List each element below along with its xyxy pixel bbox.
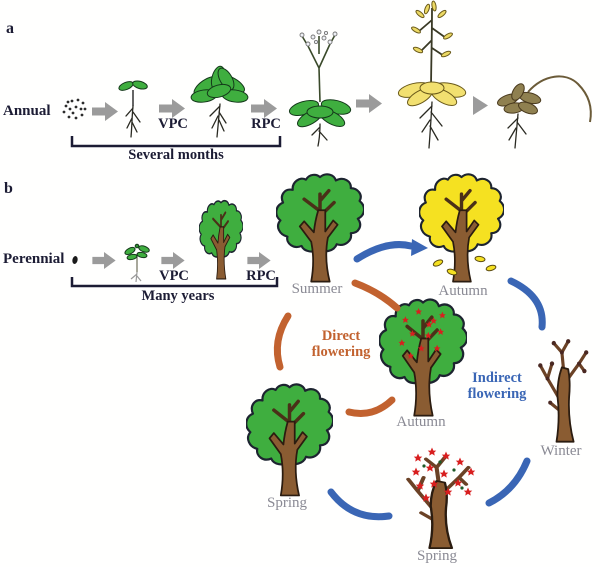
arrow-rpc-b xyxy=(247,252,271,269)
arrow-flowering-to-senescing xyxy=(356,94,382,113)
perennial-row-label: Perennial xyxy=(3,251,65,267)
annual-rosette xyxy=(190,65,249,138)
many-years-label: Many years xyxy=(141,288,215,304)
spring-inner-tree xyxy=(246,382,334,497)
arrow-seed-to-seedling-b xyxy=(92,252,116,269)
annual-dead-plant xyxy=(497,75,592,149)
winter-label: Winter xyxy=(540,443,582,459)
perennial-young-tree xyxy=(199,199,243,280)
rpc-label-a: RPC xyxy=(251,116,281,132)
direct-flowering-arcs xyxy=(273,279,401,417)
autumn-inner-label: Autumn xyxy=(396,414,446,430)
annual-flowering-plant xyxy=(288,29,352,147)
arrow-senescing-to-dead xyxy=(473,96,488,115)
several-months-label: Several months xyxy=(128,147,224,163)
indirect-flowering-arcs xyxy=(327,239,546,521)
annual-row-label: Annual xyxy=(3,103,51,119)
vpc-label-a: VPC xyxy=(158,116,188,132)
direct-flowering-label: Direct flowering xyxy=(311,328,371,360)
panel-b-index: b xyxy=(4,180,13,197)
spring-outer-flowers xyxy=(411,447,476,502)
summer-label: Summer xyxy=(291,281,343,297)
summer-tree xyxy=(276,172,364,283)
annual-seedling xyxy=(118,80,148,138)
perennial-seedling xyxy=(124,243,150,283)
winter-tree xyxy=(538,339,589,444)
indirect-flowering-label: Indirect flowering xyxy=(467,370,527,402)
spring-inner-label: Spring xyxy=(266,495,308,511)
annual-senescing-plant xyxy=(397,0,467,149)
arrow-vpc-b xyxy=(161,252,185,269)
rpc-label-b: RPC xyxy=(246,268,276,284)
autumn-outer-label: Autumn xyxy=(438,283,488,299)
arrow-seed-to-seedling-a xyxy=(92,102,118,121)
many-years-bracket xyxy=(70,277,279,288)
several-months-bracket xyxy=(70,136,282,148)
panel-a-index: a xyxy=(6,20,14,37)
perennial-seed xyxy=(72,256,78,264)
annual-seeds xyxy=(62,98,87,120)
vpc-label-b: VPC xyxy=(159,268,189,284)
arc-arrowhead xyxy=(411,239,428,256)
falling-leaves xyxy=(432,255,497,276)
spring-outer-label: Spring xyxy=(416,548,458,564)
